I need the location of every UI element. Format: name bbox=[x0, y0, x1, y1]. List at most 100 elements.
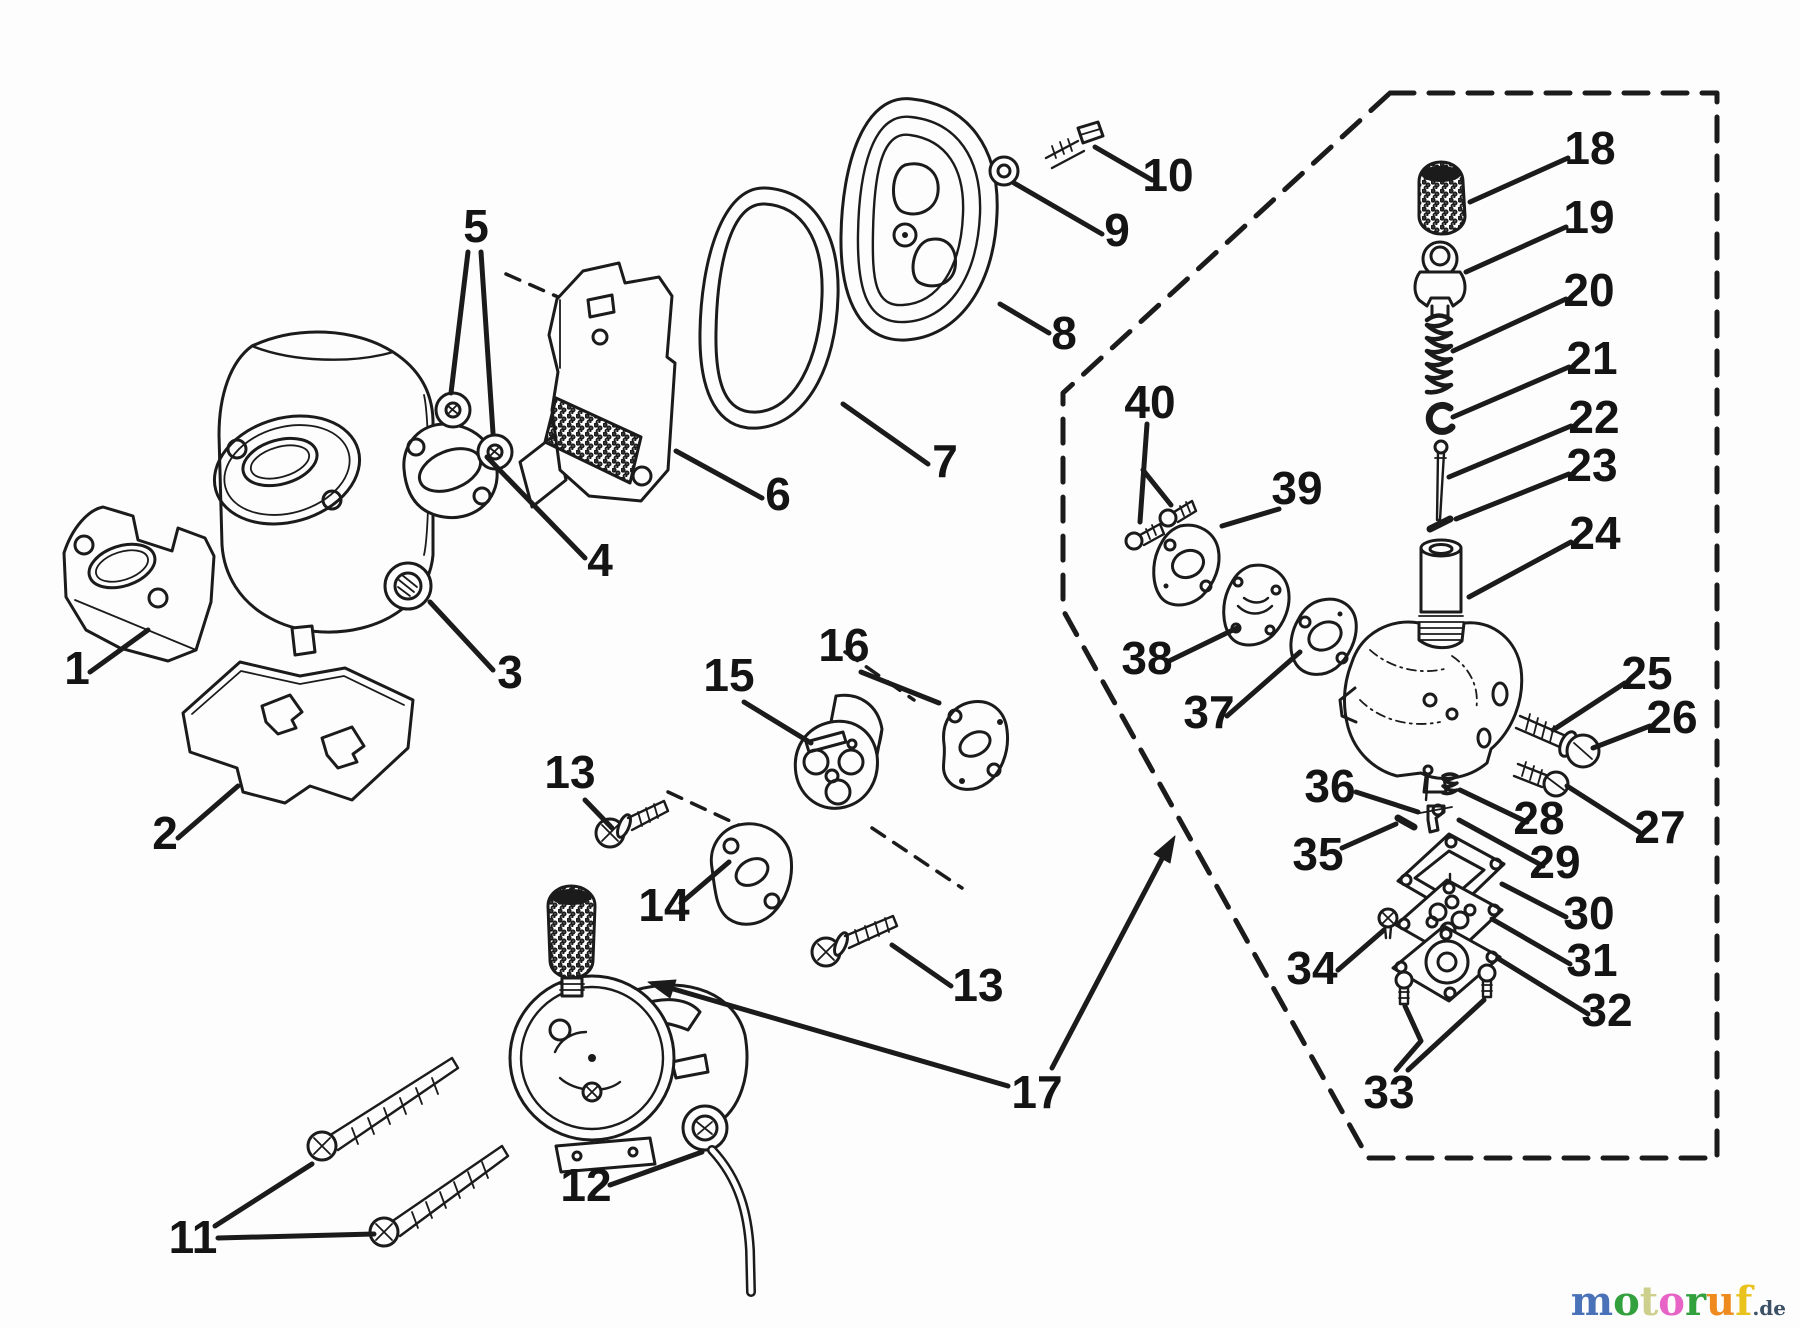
diaphragm32-ring bbox=[1424, 939, 1470, 985]
spacer-center-hole bbox=[824, 768, 840, 784]
gasket39-hole-2 bbox=[1199, 579, 1213, 593]
muffler-face-ring bbox=[212, 414, 362, 526]
inset-needle-22 bbox=[1433, 439, 1449, 522]
tube24-walls bbox=[1419, 546, 1463, 614]
inset-cover-screws-33 bbox=[1394, 963, 1497, 1006]
plate31-vent-5 bbox=[1463, 903, 1477, 917]
callout-30: 30 bbox=[1563, 887, 1614, 939]
screw33a-head bbox=[1394, 970, 1414, 990]
inset-retainer-clip-21 bbox=[1425, 401, 1456, 435]
valve19-flange bbox=[1413, 270, 1467, 308]
inset-fuel-filter-18 bbox=[1417, 160, 1467, 236]
pin35 bbox=[1394, 814, 1418, 831]
screw25-shaft bbox=[1514, 714, 1568, 750]
cap-nut-1-threads bbox=[447, 404, 459, 415]
leader-28 bbox=[1457, 787, 1530, 825]
callout-20: 20 bbox=[1563, 264, 1614, 316]
carb-cover-dot bbox=[588, 1054, 596, 1062]
screw40b-head bbox=[1124, 531, 1144, 551]
plate-gasket-hole-2 bbox=[320, 725, 366, 770]
needle22-head bbox=[1433, 439, 1449, 455]
watermark-letter: o bbox=[1658, 1278, 1685, 1325]
gasket39-port bbox=[1170, 548, 1206, 580]
muffler-bolt-hole-2 bbox=[321, 489, 343, 511]
inset-carb-boss-2 bbox=[1476, 727, 1492, 749]
inset-boundary bbox=[1060, 90, 1720, 1161]
leader-40b bbox=[1140, 467, 1174, 508]
screw10-shaft bbox=[1044, 139, 1086, 170]
bracket-arm bbox=[518, 432, 568, 509]
gasket14-outline bbox=[709, 822, 794, 926]
callout-9: 9 bbox=[1104, 204, 1130, 256]
callout-18: 18 bbox=[1564, 122, 1615, 174]
muffler-plate-gasket bbox=[181, 660, 415, 805]
carb-breather-ribs bbox=[559, 983, 585, 991]
plate31-hole-2 bbox=[1487, 903, 1501, 917]
leader-36 bbox=[1353, 789, 1421, 815]
leader-22 bbox=[1446, 423, 1574, 480]
muffler-top-seam bbox=[250, 344, 395, 361]
leader-30 bbox=[1499, 881, 1569, 920]
callout-19: 19 bbox=[1563, 191, 1614, 243]
gasket16-outline bbox=[942, 700, 1010, 791]
leader-31 bbox=[1489, 916, 1573, 967]
screw27-slot bbox=[1547, 777, 1565, 791]
muffler-port-inner bbox=[249, 444, 311, 480]
heat-shield-outline bbox=[62, 505, 216, 663]
axis-dash-b bbox=[870, 826, 964, 890]
carb-cover-hole bbox=[548, 1018, 572, 1042]
carb-outlet-bore bbox=[691, 1114, 719, 1142]
leader-11a bbox=[212, 1161, 315, 1229]
bolt2-threads bbox=[411, 1161, 489, 1229]
callout-4: 4 bbox=[587, 534, 613, 586]
heat-shield-hole-2 bbox=[147, 587, 169, 609]
leader-34 bbox=[1335, 927, 1387, 973]
inset-check-valve-19 bbox=[1413, 240, 1467, 318]
muffler-face-ring-inner bbox=[223, 424, 351, 516]
callout-16: 16 bbox=[818, 619, 869, 671]
spacer-slot bbox=[804, 730, 848, 754]
gasket37-hole-2 bbox=[1335, 651, 1349, 665]
callout-21: 21 bbox=[1566, 332, 1617, 384]
screw13b-washer bbox=[833, 931, 849, 957]
screw33b-threads bbox=[1481, 984, 1493, 992]
leader-33b bbox=[1405, 997, 1487, 1073]
gasket14-port bbox=[734, 857, 770, 887]
callout-10: 10 bbox=[1142, 149, 1193, 201]
inset-carburetor-body bbox=[1338, 620, 1524, 794]
gasket37-outline bbox=[1289, 597, 1358, 676]
mounting-bolts bbox=[306, 1056, 510, 1248]
watermark-letter: t bbox=[1639, 1278, 1659, 1325]
leader-3 bbox=[427, 599, 496, 673]
callout-8: 8 bbox=[1051, 307, 1077, 359]
leader-24 bbox=[1466, 539, 1574, 600]
callout-17: 17 bbox=[1011, 1066, 1062, 1118]
air-filter-gasket-ring bbox=[698, 186, 840, 430]
axis-dash-d bbox=[843, 650, 916, 702]
inset-intake-tube-24 bbox=[1417, 538, 1465, 641]
carburetor-assembly bbox=[508, 884, 756, 1297]
cover-center-hole bbox=[892, 222, 918, 248]
watermark-letter: o bbox=[1613, 1278, 1640, 1325]
diaphragm38-hole-3 bbox=[1264, 624, 1276, 636]
screw33b-head bbox=[1477, 963, 1497, 983]
screw40a-threads bbox=[1179, 501, 1191, 517]
pin23 bbox=[1426, 515, 1454, 533]
gasket16-port bbox=[958, 730, 992, 758]
watermark-letter: m bbox=[1570, 1278, 1614, 1325]
watermark-letter: f bbox=[1735, 1278, 1753, 1325]
gasket30-hole-4 bbox=[1399, 873, 1413, 887]
needle36-shaft bbox=[1424, 772, 1430, 802]
spacer-port-1 bbox=[802, 748, 830, 776]
inset-pivot-pin-35 bbox=[1394, 814, 1418, 831]
callout-11: 11 bbox=[169, 1211, 218, 1263]
gasket16-dot-1 bbox=[959, 778, 965, 784]
callout-7: 7 bbox=[932, 435, 958, 487]
muffler-body bbox=[212, 330, 435, 657]
callout-32: 32 bbox=[1581, 984, 1632, 1036]
callout-22: 22 bbox=[1568, 391, 1619, 443]
inset-metering-spring-28 bbox=[1441, 772, 1459, 796]
callout-12: 12 bbox=[560, 1159, 611, 1211]
inset-gasket-39 bbox=[1152, 523, 1221, 607]
cap-nuts bbox=[434, 391, 514, 471]
